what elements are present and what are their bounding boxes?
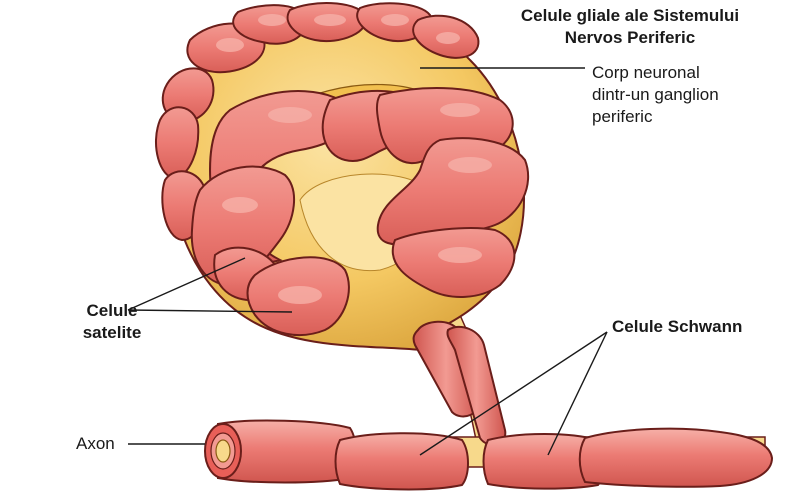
label-schwann-cells: Celule Schwann xyxy=(612,317,743,336)
satellite-line-2: satelite xyxy=(82,323,142,342)
neuron-body-line-1: Corp neuronal xyxy=(592,63,700,82)
schwann-cells-vertical xyxy=(412,320,507,446)
satellite-line-1: Celule xyxy=(86,301,138,320)
leader-lines xyxy=(127,67,608,456)
title-line-2: Nervos Periferic xyxy=(564,28,696,47)
label-satellite-cells: Celule satelite xyxy=(52,300,172,344)
axon-end-cross-section xyxy=(204,423,242,479)
neuron-body-line-3: periferic xyxy=(592,107,653,126)
title-line-1: Celule gliale ale Sistemului xyxy=(520,6,740,25)
neuron-body-line-2: dintr-un ganglion xyxy=(592,85,719,104)
label-neuron-body: Corp neuronal dintr-un ganglion periferi… xyxy=(592,62,782,128)
schwann-cells-horizontal xyxy=(217,419,774,491)
diagram-title: Celule gliale ale Sistemului Nervos Peri… xyxy=(470,5,790,49)
cell-highlights xyxy=(216,14,492,304)
label-axon: Axon xyxy=(76,434,115,453)
